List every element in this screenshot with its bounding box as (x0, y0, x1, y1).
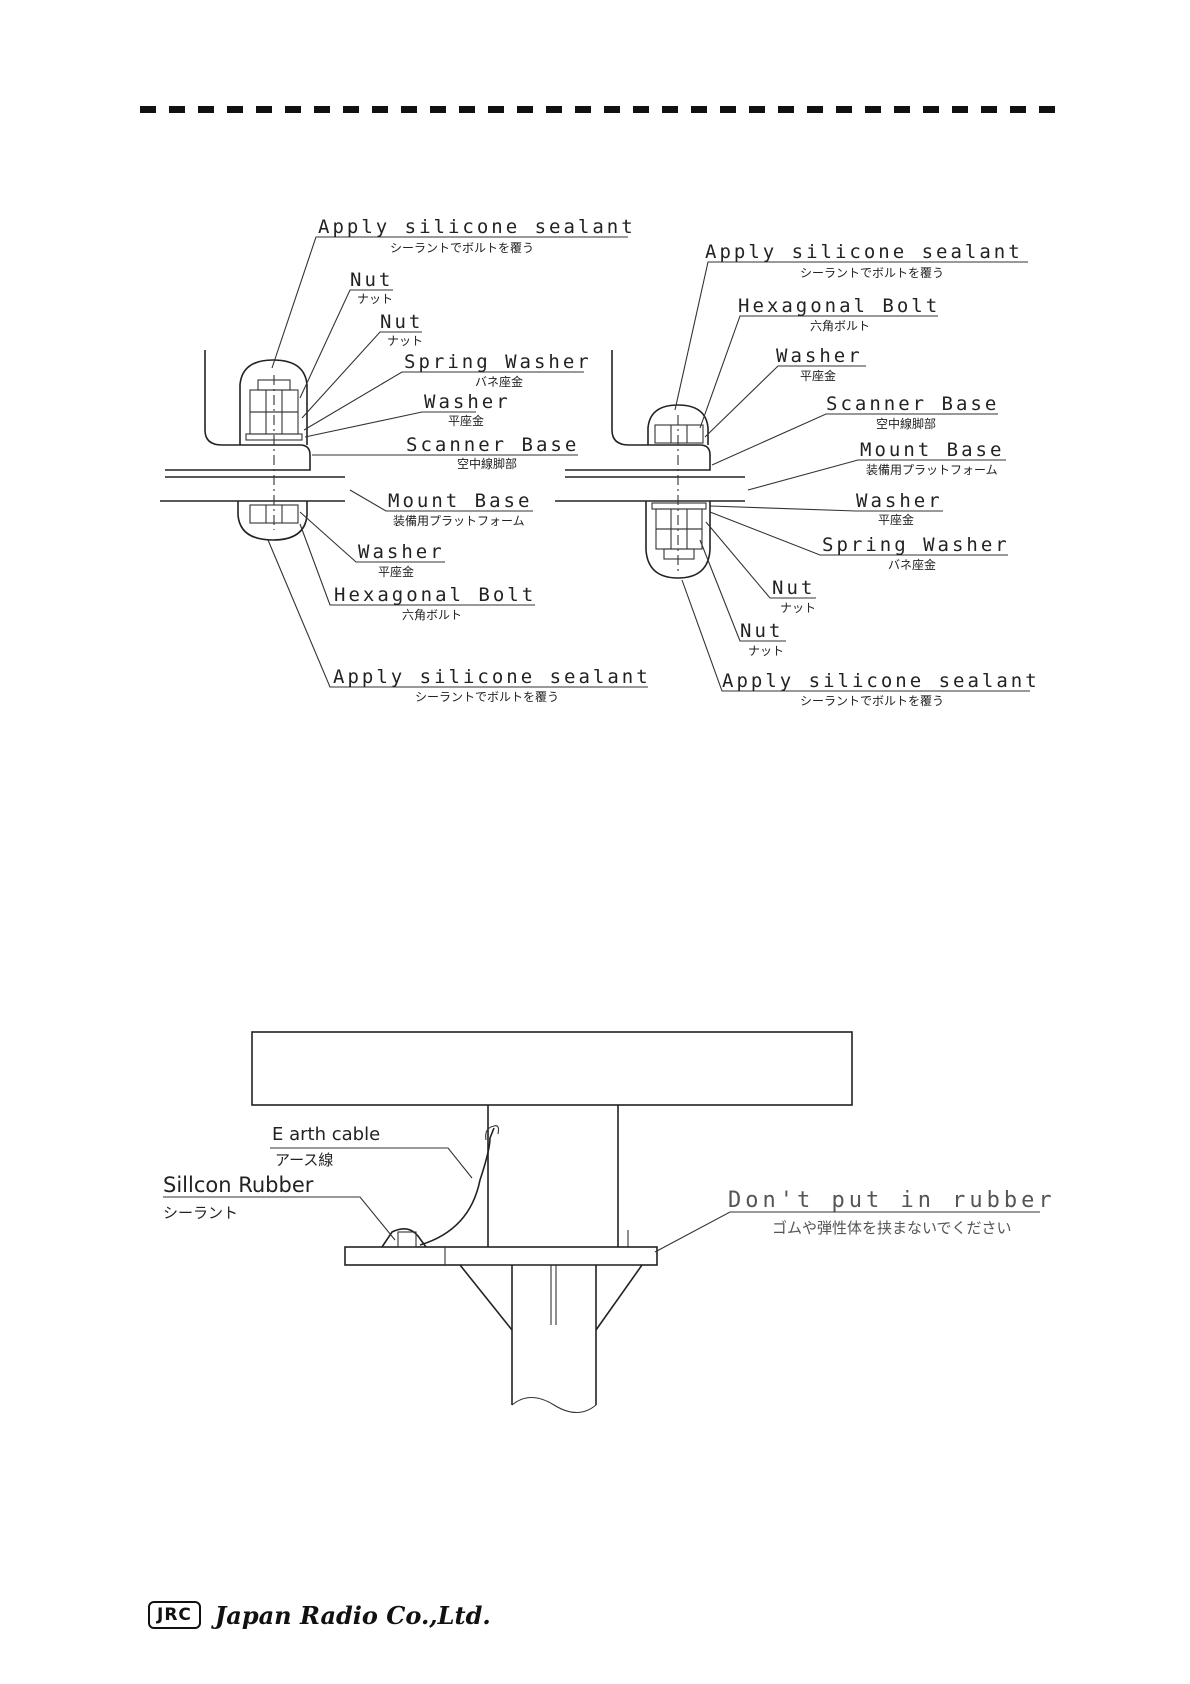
label-silicon-rubber: Sillcon Rubber (163, 1173, 314, 1197)
label-scanner-base: Scanner Base (826, 393, 999, 415)
label-earth-cable: E arth cable (272, 1124, 380, 1145)
label-japanese: 平座金 (800, 368, 836, 383)
label-japanese: 空中線脚部 (876, 416, 936, 431)
label-japanese: シーラント (163, 1204, 238, 1222)
label-washer: Washer (424, 391, 511, 413)
label-japanese: シーラントでボルトを覆う (390, 241, 534, 255)
label-apply-sealant-top: Apply silicone sealant (318, 216, 636, 238)
label-apply-sealant-top: Apply silicone sealant (705, 241, 1023, 263)
label-washer: Washer (776, 345, 863, 367)
label-japanese: バネ座金 (475, 374, 523, 389)
label-japanese: 六角ボルト (810, 319, 870, 333)
label-washer: Washer (358, 541, 445, 563)
label-mount-base: Mount Base (860, 439, 1004, 461)
label-japanese: 六角ボルト (402, 608, 462, 622)
bolt-detail-right: Apply silicone sealant シーラントでボルトを覆う Hexa… (555, 241, 1040, 708)
label-japanese: ナット (387, 334, 423, 348)
label-nut: Nut (772, 577, 815, 599)
label-japanese: 空中線脚部 (457, 456, 517, 471)
label-japanese: 平座金 (878, 512, 914, 527)
label-japanese: 平座金 (448, 413, 484, 428)
earth-cable-diagram: E arth cable アース線 Sillcon Rubber シーラント D… (163, 1031, 1056, 1414)
label-japanese: シーラントでボルトを覆う (800, 266, 944, 280)
label-japanese: シーラントでボルトを覆う (415, 690, 559, 704)
label-japanese: バネ座金 (888, 557, 936, 572)
label-nut: Nut (350, 269, 393, 291)
label-japanese: シーラントでボルトを覆う (800, 694, 944, 708)
label-nut: Nut (380, 311, 423, 333)
label-scanner-base: Scanner Base (406, 434, 579, 456)
bolt-detail-left: Apply silicone sealant シーラントでボルトを覆う Nut … (160, 216, 651, 704)
label-spring-washer: Spring Washer (404, 351, 592, 373)
label-dont-put-rubber: Don't put in rubber (728, 1188, 1056, 1213)
label-japanese: 装備用プラットフォーム (866, 462, 998, 477)
company-name: Japan Radio Co.,Ltd. (214, 1600, 491, 1630)
label-hexagonal-bolt: Hexagonal Bolt (334, 584, 536, 606)
label-nut: Nut (740, 620, 783, 642)
label-apply-sealant-bottom: Apply silicone sealant (333, 666, 651, 688)
label-japanese: 平座金 (378, 564, 414, 579)
label-spring-washer: Spring Washer (822, 534, 1010, 556)
label-japanese: ゴムや弾性体を挟まないでください (772, 1219, 1012, 1237)
label-japanese: アース線 (275, 1151, 333, 1169)
label-hexagonal-bolt: Hexagonal Bolt (738, 295, 940, 317)
label-japanese: ナット (780, 601, 816, 615)
label-washer: Washer (856, 490, 943, 512)
dashed-separator (140, 106, 1055, 113)
label-japanese: 装備用プラットフォーム (393, 513, 525, 528)
label-apply-sealant-bottom: Apply silicone sealant (722, 670, 1040, 692)
label-mount-base: Mount Base (388, 490, 532, 512)
footer: JRC Japan Radio Co.,Ltd. (148, 1600, 491, 1630)
jrc-logo: JRC (148, 1601, 201, 1629)
label-japanese: ナット (748, 644, 784, 658)
label-japanese: ナット (357, 292, 393, 306)
